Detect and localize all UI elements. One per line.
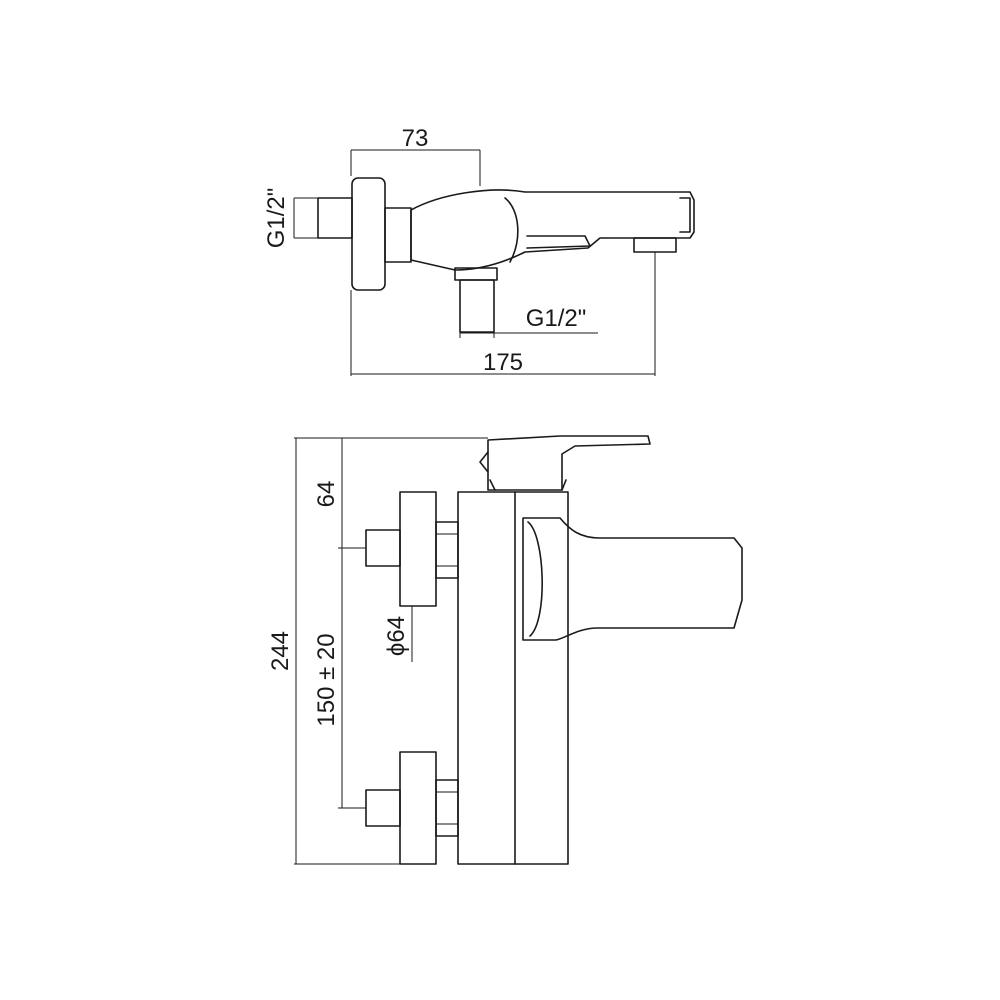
top-lever — [526, 235, 591, 249]
top-nut — [384, 207, 412, 263]
side-lever-neck — [489, 479, 567, 491]
dim-175-label: 175 — [483, 349, 523, 376]
dim-150-label: 150 ± 20 — [313, 633, 340, 726]
side-spout-curve — [527, 521, 543, 637]
side-upper-nut — [435, 521, 459, 579]
dim-244-label: 244 — [267, 631, 294, 671]
side-view: 244 64 150 ± 20 ϕ64 — [267, 435, 743, 865]
dim-outlet-thread-label: G1/2" — [526, 305, 587, 332]
side-lower-nut — [435, 779, 459, 837]
dim-inlet-thread-label: G1/2" — [263, 188, 290, 249]
top-outlet-nipple — [459, 279, 495, 333]
top-body — [410, 189, 695, 271]
side-lever-knob — [479, 451, 489, 473]
side-body — [457, 491, 569, 865]
side-lower-nipple — [365, 789, 401, 827]
side-upper-flange — [399, 491, 437, 607]
top-wall-flange — [351, 177, 386, 291]
top-view: 73 G1/2" G1/2" 175 — [263, 125, 695, 376]
dim-73-label: 73 — [402, 125, 429, 152]
dim-64-label: 64 — [313, 481, 340, 508]
top-inlet-nipple — [317, 197, 353, 239]
top-spout-edge — [679, 197, 691, 233]
top-body-curve — [504, 197, 519, 263]
dim-phi64-label: ϕ64 — [383, 616, 410, 656]
side-lever — [487, 435, 651, 491]
side-upper-nipple — [365, 529, 401, 567]
side-lower-flange — [399, 751, 437, 865]
top-spout-outlet — [633, 237, 677, 253]
side-spout — [522, 517, 743, 641]
